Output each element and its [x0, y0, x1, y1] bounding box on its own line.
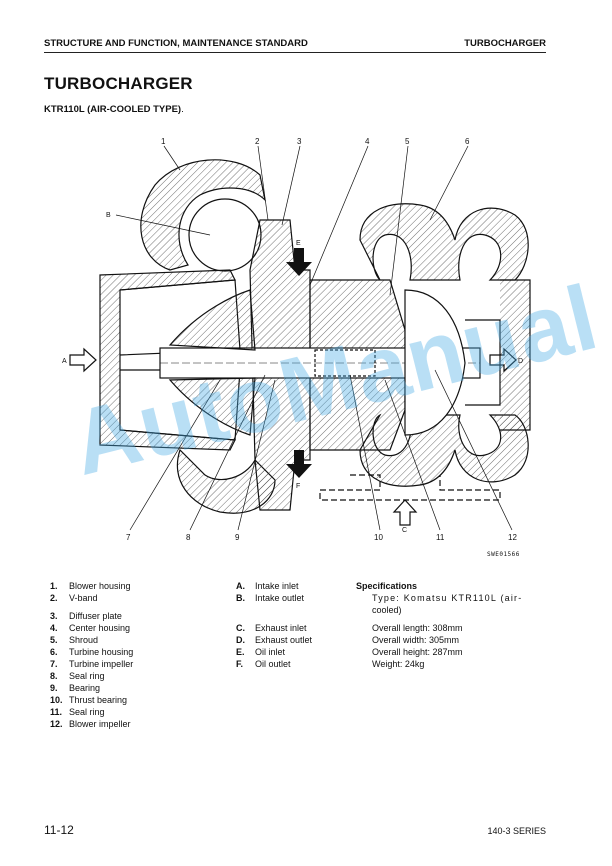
oil-outlet-arrow — [286, 450, 312, 478]
callout-10: 10 — [374, 533, 383, 542]
letter-d: D — [518, 358, 523, 365]
exhaust-outlet-arrow — [489, 347, 517, 373]
callout-2: 2 — [255, 137, 260, 146]
subtitle-period: . — [181, 104, 184, 115]
header-section-title: STRUCTURE AND FUNCTION, MAINTENANCE STAN… — [44, 38, 308, 49]
callout-9: 9 — [235, 533, 240, 542]
intake-inlet-arrow — [69, 347, 97, 373]
specifications-heading: Specifications — [356, 581, 418, 591]
turbocharger-cross-section-diagram: 1 2 3 4 5 6 7 8 9 10 11 12 A B C D E F — [62, 137, 531, 542]
header-topic: TURBOCHARGER — [464, 38, 546, 49]
list-item: C.Exhaust inlet — [236, 623, 307, 633]
callout-12: 12 — [508, 533, 517, 542]
callout-6: 6 — [465, 137, 470, 146]
specifications-block: Specifications Type: Komatsu KTR110L (ai… — [356, 580, 546, 670]
list-item: 10.Thrust bearing — [50, 695, 128, 705]
list-item: 12.Blower impeller — [50, 719, 131, 729]
letter-e: E — [296, 240, 301, 247]
callout-11: 11 — [436, 533, 445, 542]
list-item: 8.Seal ring — [50, 671, 105, 681]
oil-inlet-arrow — [286, 248, 312, 276]
series-label: 140-3 SERIES — [487, 826, 546, 836]
figure-code: SWE01566 — [487, 551, 520, 558]
callout-4: 4 — [365, 137, 370, 146]
page-subtitle: KTR110L (AIR-COOLED TYPE). — [44, 104, 184, 115]
list-item: 6.Turbine housing — [50, 647, 134, 657]
list-item: 11.Seal ring — [50, 707, 105, 717]
list-item: 4.Center housing — [50, 623, 131, 633]
callout-1: 1 — [161, 137, 166, 146]
list-item: 7.Turbine impeller — [50, 659, 134, 669]
page-number: 11-12 — [44, 823, 74, 837]
spec-type-line1: Type: Komatsu KTR110L (air- — [372, 593, 523, 603]
parts-list-lettered: A.Intake inlet B.Intake outlet C.Exhaust… — [236, 580, 356, 670]
list-item: D.Exhaust outlet — [236, 635, 313, 645]
spec-length: Overall length: 308mm — [372, 623, 463, 633]
intake-outlet-scroll — [188, 198, 262, 272]
list-item: E.Oil inlet — [236, 647, 286, 657]
list-item: F.Oil outlet — [236, 659, 291, 669]
list-item: 1.Blower housing — [50, 581, 131, 591]
page-title: TURBOCHARGER — [44, 74, 193, 93]
letter-a: A — [62, 358, 67, 365]
callout-8: 8 — [186, 533, 191, 542]
blower-housing-volute — [140, 159, 266, 271]
exhaust-inlet-arrow — [392, 499, 418, 526]
letter-f: F — [296, 483, 300, 490]
spec-weight: Weight: 24kg — [372, 659, 425, 669]
callout-7: 7 — [126, 533, 131, 542]
list-item: 9.Bearing — [50, 683, 101, 693]
list-item: A.Intake inlet — [236, 581, 299, 591]
list-item: 3.Diffuser plate — [50, 611, 122, 621]
spec-type-line2: cooled) — [372, 605, 402, 615]
turbine-impeller-shape — [168, 289, 256, 351]
callout-3: 3 — [297, 137, 302, 146]
letter-b: B — [106, 212, 111, 219]
letter-c: C — [402, 527, 407, 534]
list-item: B.Intake outlet — [236, 593, 305, 603]
list-item: 2.V-band — [50, 593, 98, 603]
spec-width: Overall width: 305mm — [372, 635, 460, 645]
turbine-housing — [359, 203, 529, 281]
parts-list-numbered: 1.Blower housing 2.V-band 3.Diffuser pla… — [50, 580, 230, 730]
list-item: 5.Shroud — [50, 635, 99, 645]
page-header: STRUCTURE AND FUNCTION, MAINTENANCE STAN… — [44, 36, 546, 53]
subtitle-text: KTR110L (AIR-COOLED TYPE) — [44, 104, 182, 115]
spec-height: Overall height: 287mm — [372, 647, 463, 657]
blower-impeller-shape — [404, 289, 466, 436]
callout-5: 5 — [405, 137, 410, 146]
